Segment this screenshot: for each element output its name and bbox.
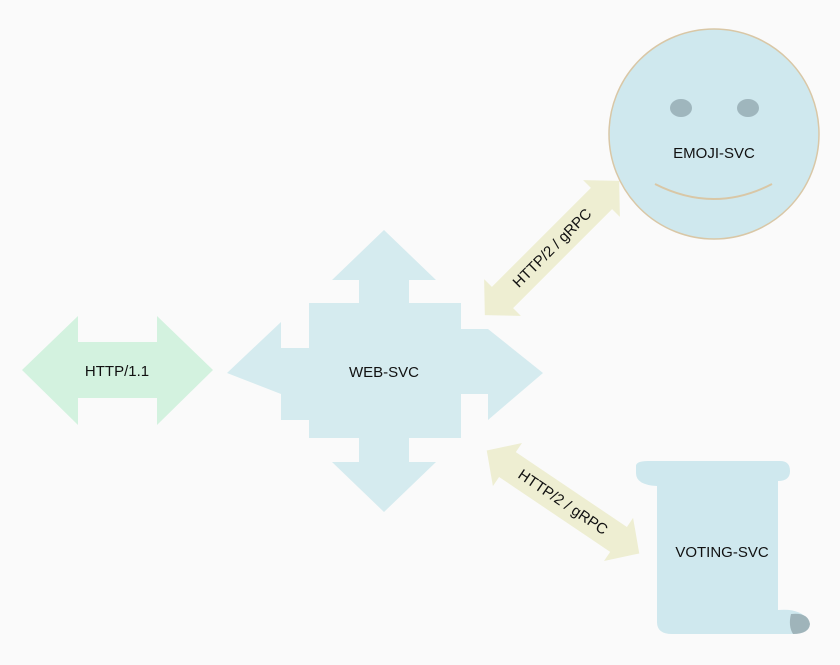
web-svc-label: WEB-SVC [349,364,419,381]
voting-scroll-curl-icon [789,613,810,634]
web-svc-node: WEB-SVC [227,230,543,512]
web-voting-link: HTTP/2 / gRPC [486,442,640,562]
emoji-right-eye-icon [737,99,759,117]
web-emoji-link-label: HTTP/2 / gRPC [510,205,596,291]
http11-node: HTTP/1.1 [22,316,213,425]
voting-svc-label: VOTING-SVC [675,544,769,561]
http11-label: HTTP/1.1 [85,363,149,380]
emoji-left-eye-icon [670,99,692,117]
voting-scroll [636,461,809,634]
http11-double-arrow [22,316,213,425]
web-svc-cross-arrow [227,230,543,512]
voting-svc-node: VOTING-SVC [636,461,810,634]
emoji-svc-node: EMOJI-SVC [608,28,820,240]
web-voting-link-label: HTTP/2 / gRPC [515,466,611,538]
emoji-face [608,28,820,240]
web-emoji-link: HTTP/2 / gRPC [484,180,620,316]
web-voting-double-arrow [486,442,640,562]
web-emoji-double-arrow [484,180,620,316]
emoji-smile-icon [654,183,773,200]
emoji-svc-label: EMOJI-SVC [673,145,755,162]
